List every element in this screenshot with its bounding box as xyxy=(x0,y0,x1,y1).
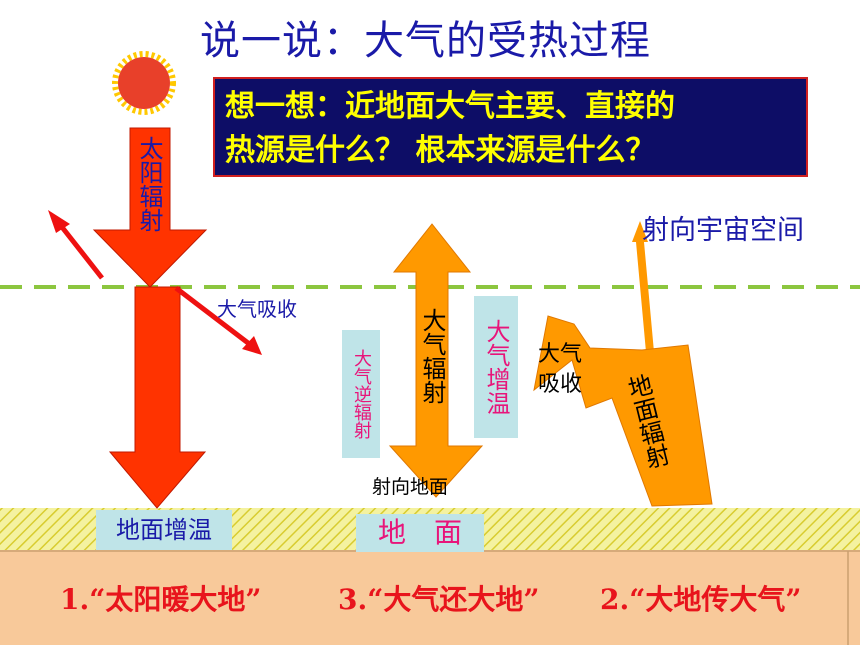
ground-body xyxy=(0,550,860,645)
slogan-sun-warms-earth: 1.“太阳暖大地” xyxy=(60,583,262,616)
reflection-arrow xyxy=(56,220,104,280)
page-title: 说一说：大气的受热过程 xyxy=(200,18,651,64)
question-line-2: 热源是什么？ 根本来源是什么？ xyxy=(225,133,656,168)
question-line-1: 想一想：近地面大气主要、直接的 xyxy=(225,89,675,124)
to-space-label: 射向宇宙空间 xyxy=(642,215,804,246)
solar-radiation-label: 太阳辐射 xyxy=(135,136,163,232)
solar-to-ground-arrow xyxy=(108,286,207,509)
sun-icon xyxy=(112,51,176,115)
atmosphere-absorb-right-label: 大气吸收 xyxy=(537,342,582,397)
atmospheric-radiation-label: 大气辐射 xyxy=(418,308,446,404)
atmosphere-absorb-arrow xyxy=(174,286,254,348)
ground-warming-label: 地面增温 xyxy=(96,510,232,550)
slogan-earth-passes-atmosphere: 2.“大地传大气” xyxy=(600,583,802,616)
slogan-atmosphere-returns-earth: 3.“大气还大地” xyxy=(338,583,540,616)
ground-radiation-arrow xyxy=(533,315,713,507)
atmosphere-absorb-left-label: 大气吸收 xyxy=(217,297,297,321)
atmosphere-warming-label: 大气增温 xyxy=(474,296,518,438)
solar-radiation-arrow xyxy=(92,127,208,288)
space-radiation-arrow xyxy=(632,221,654,352)
to-ground-label: 射向地面 xyxy=(372,476,449,498)
question-box: 想一想：近地面大气主要、直接的 热源是什么？ 根本来源是什么？ xyxy=(213,77,808,177)
atmospheric-counter-radiation-label: 大气逆辐射 xyxy=(342,330,380,458)
ground-label: 地 面 xyxy=(356,514,484,552)
atmospheric-radiation-arrow xyxy=(388,223,484,498)
